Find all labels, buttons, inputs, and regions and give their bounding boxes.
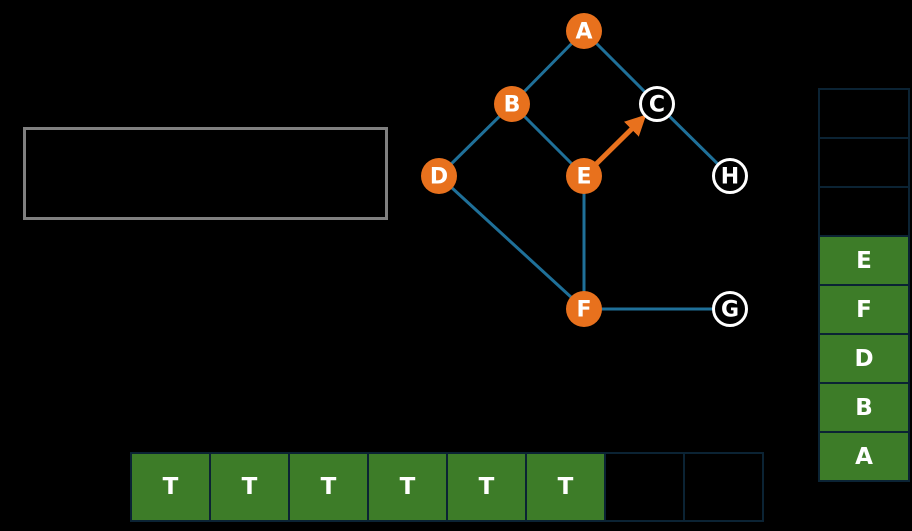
array-cell-7 xyxy=(683,452,764,522)
node-label: E xyxy=(576,165,591,190)
node-label: D xyxy=(430,165,448,190)
array-cell-label: T xyxy=(162,474,179,500)
graph-node-G[interactable]: G xyxy=(712,291,748,327)
array-cell-0: T xyxy=(130,452,211,522)
graph-node-H[interactable]: H xyxy=(712,158,748,194)
graph-node-layer: A B C D E H F G xyxy=(421,13,748,327)
array-cell-6 xyxy=(604,452,685,522)
node-circle xyxy=(566,13,602,49)
stack-cell-label: E xyxy=(856,247,872,274)
node-circle xyxy=(566,291,602,327)
stack-cell-label: B xyxy=(855,394,873,421)
node-circle xyxy=(712,158,748,194)
array-cell-label: T xyxy=(399,474,416,500)
graph-edge-B-D xyxy=(437,102,514,178)
node-label: F xyxy=(576,298,591,323)
array-cell-2: T xyxy=(288,452,369,522)
stack-cell-label: F xyxy=(856,296,872,323)
array-cell-label: T xyxy=(320,474,337,500)
array-cell-3: T xyxy=(367,452,448,522)
graph-edge-C-H xyxy=(655,102,732,178)
stack-cell-6: B xyxy=(818,382,910,433)
stack-cell-3: E xyxy=(818,235,910,286)
graph-node-C[interactable]: C xyxy=(639,86,675,122)
node-label: H xyxy=(721,165,739,190)
graph-node-A[interactable]: A xyxy=(566,13,602,49)
graph-edge-A-C xyxy=(582,29,659,106)
message-box xyxy=(23,127,388,220)
active-edge-arrow-icon xyxy=(593,114,647,167)
stack-cell-5: D xyxy=(818,333,910,384)
node-circle xyxy=(566,158,602,194)
stack-cell-label: D xyxy=(854,345,874,372)
graph-edge-A-B xyxy=(510,29,586,106)
stack-cell-4: F xyxy=(818,284,910,335)
graph-node-E[interactable]: E xyxy=(566,158,602,194)
graph-edge-D-F xyxy=(437,174,586,311)
node-label: A xyxy=(575,20,592,45)
array-cell-1: T xyxy=(209,452,290,522)
array-cell-label: T xyxy=(241,474,258,500)
node-circle xyxy=(494,86,530,122)
stack-cell-1 xyxy=(818,137,910,188)
stack-cell-2 xyxy=(818,186,910,237)
array-cell-5: T xyxy=(525,452,606,522)
graph-node-B[interactable]: B xyxy=(494,86,530,122)
array-cell-label: T xyxy=(557,474,574,500)
node-label: C xyxy=(649,93,665,118)
stack-cell-label: A xyxy=(855,443,873,470)
graph-node-D[interactable]: D xyxy=(421,158,457,194)
stack-cell-0 xyxy=(818,88,910,139)
node-circle xyxy=(712,291,748,327)
array-cell-4: T xyxy=(446,452,527,522)
stack-cell-7: A xyxy=(818,431,910,482)
node-circle xyxy=(639,86,675,122)
graph-active-arrow-layer xyxy=(593,114,647,167)
array-cell-label: T xyxy=(478,474,495,500)
graph-edge-B-E xyxy=(510,102,586,178)
graph-node-F[interactable]: F xyxy=(566,291,602,327)
node-label: G xyxy=(721,298,739,323)
node-label: B xyxy=(504,93,521,118)
node-circle xyxy=(421,158,457,194)
graph-edge-C-E xyxy=(582,102,659,178)
graph-edge-layer xyxy=(437,29,732,311)
